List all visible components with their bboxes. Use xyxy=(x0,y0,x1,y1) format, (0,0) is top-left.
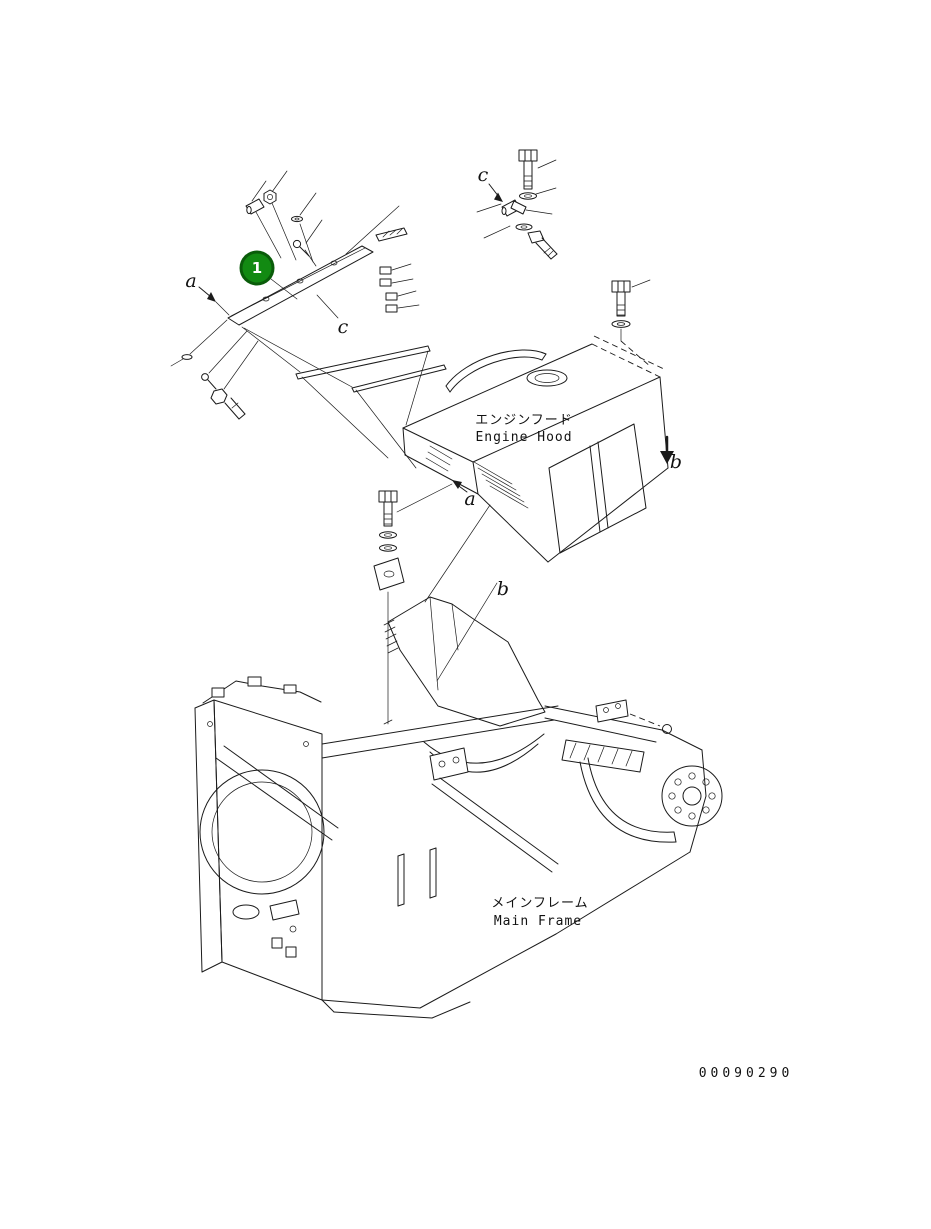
hub-circle xyxy=(661,765,723,827)
hood-rear-window-frame xyxy=(548,423,647,554)
seal-strip-2 xyxy=(351,364,445,389)
engine-hood-label-en: Engine Hood xyxy=(475,430,572,445)
frame-tower xyxy=(387,596,546,727)
hardware-group-c xyxy=(476,149,558,260)
hood-handle xyxy=(449,356,543,393)
section-label-c-top: c xyxy=(478,164,489,186)
main-frame-label-jp: メインフレーム xyxy=(491,896,588,911)
nut-part xyxy=(263,189,277,205)
engine-hood xyxy=(402,335,674,603)
main-frame xyxy=(194,596,723,1019)
doc-number: 00090290 xyxy=(699,1066,794,1081)
balloon-number: 1 xyxy=(252,259,262,277)
section-label-a-top: a xyxy=(185,270,196,292)
section-label-b-mid: b xyxy=(497,578,509,600)
hood-seal-plate-assembly xyxy=(170,170,447,469)
mount-plate xyxy=(373,557,405,591)
clip-part xyxy=(379,266,392,275)
hatched-strip xyxy=(375,227,408,242)
screw-part xyxy=(292,239,302,249)
hood-mount-bolt-right xyxy=(611,279,652,368)
seal-strip-1 xyxy=(295,345,429,375)
fuel-cap xyxy=(526,369,568,387)
hood-mount-bolt-front xyxy=(373,483,498,725)
step-plate xyxy=(561,739,645,773)
section-label-c-mid: c xyxy=(338,316,349,338)
main-frame-label-en: Main Frame xyxy=(494,914,582,929)
section-label-a-mid: a xyxy=(464,488,475,510)
part-balloon-1[interactable]: 1 xyxy=(239,250,298,300)
seal-plate xyxy=(227,245,374,326)
bolt-left xyxy=(210,388,228,405)
balloon-fill xyxy=(242,253,272,283)
fan-opening xyxy=(199,769,325,895)
engine-hood-label-jp: エンジンフード xyxy=(475,413,573,428)
section-label-b-right: b xyxy=(670,451,682,473)
